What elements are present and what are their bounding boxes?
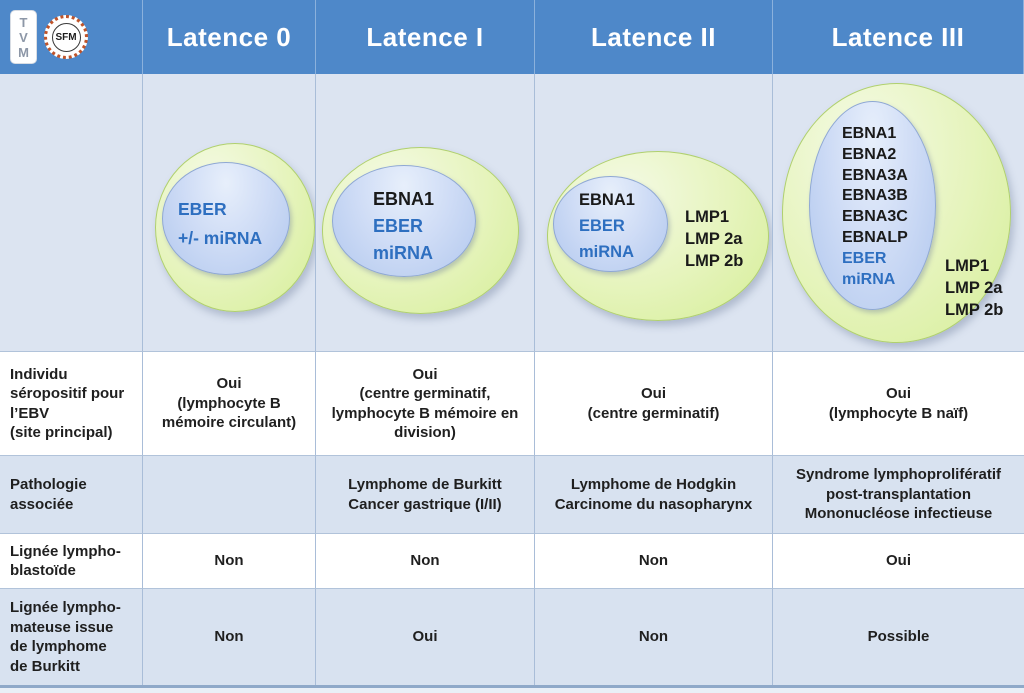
table-cell: Non <box>535 533 773 588</box>
table-row-lymphoblastoid: Lignée lympho- blastoïde Non Non Non Oui <box>0 533 1024 588</box>
diagram-row: EBER +/- miRNA EBNA1 EBER miRNA EBNA1 EB… <box>0 74 1024 351</box>
gene-list-black: EBNA1 <box>373 189 435 209</box>
gene-list-blue: EBER miRNA <box>373 216 434 263</box>
sfm-logo: SFM <box>44 15 88 59</box>
nucleus-ellipse <box>332 165 476 277</box>
bottom-margin-strip <box>0 688 1024 693</box>
header-title: Latence II <box>591 21 716 52</box>
table-cell: Syndrome lymphoprolifératif post-transpl… <box>773 455 1024 533</box>
table-cell: Non <box>535 588 773 685</box>
gene-list-nucleus: EBER +/- miRNA <box>178 199 263 248</box>
header-title: Latence 0 <box>166 21 292 52</box>
gene-list-blue: EBER miRNA <box>842 249 896 288</box>
sfm-logo-label: SFM <box>51 22 81 52</box>
gene-list-nucleus: EBNA1 EBER miRNA <box>373 186 434 267</box>
gene-list-blue: EBER miRNA <box>579 217 635 261</box>
table-cell: Oui (lymphocyte B naïf) <box>773 351 1024 455</box>
header-title: Latence III <box>831 21 965 52</box>
gene-list-nucleus: EBNA1 EBNA2 EBNA3A EBNA3B EBNA3C EBNALP … <box>842 124 908 290</box>
table-row-pathology: Pathologie associée Lymphome de Burkitt … <box>0 455 1024 533</box>
gene-list-black: EBNA1 EBNA2 EBNA3A EBNA3B EBNA3C EBNALP <box>842 125 908 246</box>
header-row: T V M SFM Latence 0 Latence I Latence II… <box>0 0 1024 74</box>
header-cell-latence-3: Latence III <box>773 0 1024 74</box>
table-cell: Non <box>143 588 316 685</box>
header-cell-latence-1: Latence I <box>316 0 535 74</box>
diagram-label-spacer <box>0 74 143 351</box>
table-row-seropositive: Individu séropositif pour l’EBV (site pr… <box>0 351 1024 455</box>
table-row-lymphoma-line: Lignée lympho- mateuse issue de lymphome… <box>0 588 1024 685</box>
diagram-latence-0: EBER +/- miRNA <box>143 74 316 351</box>
table-cell: Oui (centre germinatif, lymphocyte B mém… <box>316 351 535 455</box>
table-cell: Oui <box>316 588 535 685</box>
header-cell-latence-0: Latence 0 <box>143 0 316 74</box>
logo-cell: T V M SFM <box>0 0 143 74</box>
diagram-latence-1: EBNA1 EBER miRNA <box>316 74 535 351</box>
row-label: Lignée lympho- blastoïde <box>0 533 143 588</box>
tvm-logo: T V M <box>10 10 37 64</box>
gene-list-membrane: LMP1 LMP 2a LMP 2b <box>945 257 1004 319</box>
header-cell-latence-2: Latence II <box>535 0 773 74</box>
nucleus-ellipse <box>162 162 290 275</box>
gene-list-black: EBNA1 <box>579 191 635 209</box>
nucleus-ellipse <box>553 176 668 272</box>
diagram-latence-2: EBNA1 EBER miRNA LMP1 LMP 2a LMP 2b <box>535 74 773 351</box>
row-label: Individu séropositif pour l’EBV (site pr… <box>0 351 143 455</box>
table-cell: Oui (lymphocyte B mémoire circulant) <box>143 351 316 455</box>
gene-list-membrane: LMP1 LMP 2a LMP 2b <box>685 208 744 270</box>
table-cell: Oui (centre germinatif) <box>535 351 773 455</box>
diagram-latence-3: EBNA1 EBNA2 EBNA3A EBNA3B EBNA3C EBNALP … <box>773 74 1024 351</box>
table-cell: Possible <box>773 588 1024 685</box>
table-cell: Non <box>143 533 316 588</box>
row-label: Pathologie associée <box>0 455 143 533</box>
header-title: Latence I <box>366 21 484 52</box>
table-cell: Oui <box>773 533 1024 588</box>
table-cell: Lymphome de Burkitt Cancer gastrique (I/… <box>316 455 535 533</box>
gene-list-nucleus: EBNA1 EBER miRNA <box>579 187 635 265</box>
table-cell: Non <box>316 533 535 588</box>
nucleus-ellipse <box>809 101 936 310</box>
table-cell: Lymphome de Hodgkin Carcinome du nasopha… <box>535 455 773 533</box>
table-bottom-border <box>0 685 1024 688</box>
table-cell <box>143 455 316 533</box>
row-label: Lignée lympho- mateuse issue de lymphome… <box>0 588 143 685</box>
